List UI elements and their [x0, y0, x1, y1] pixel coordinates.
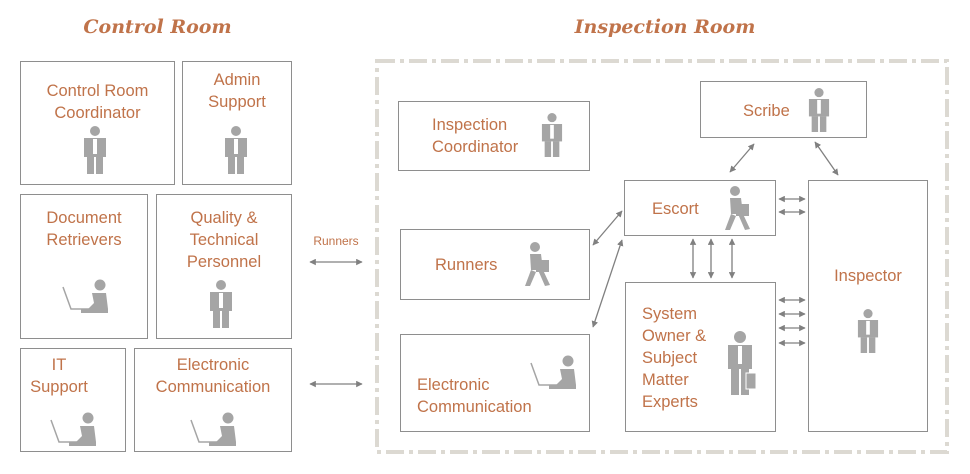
electronic-communication-inspection-label: Electronic Communication [417, 376, 532, 416]
person-standing-icon [541, 113, 563, 157]
person-at-laptop-icon [190, 412, 236, 446]
inspection-coordinator-label: Inspection Coordinator [432, 116, 519, 156]
admin-support-label: Admin Support [208, 71, 266, 111]
person-walking-with-bag-icon [725, 186, 750, 230]
person-standing-icon [210, 280, 232, 328]
admin-support-box: Admin Support [182, 61, 292, 185]
quality-technical-personnel-box: Quality & Technical Personnel [156, 194, 292, 339]
it-support-label: IT Support [30, 356, 88, 396]
person-standing-icon [225, 126, 247, 174]
it-support-box: IT Support [20, 348, 126, 452]
quality-technical-personnel-label: Quality & Technical Personnel [186, 209, 262, 271]
electronic-communication-control-label: Electronic Communication [155, 356, 271, 396]
runners-connector-label: Runners [313, 234, 359, 248]
document-retrievers-label: Document Retrievers [46, 209, 122, 249]
escort-box: Escort [624, 180, 776, 236]
person-at-laptop-icon [62, 279, 108, 313]
runners-box: Runners [400, 229, 590, 300]
scribe-escort-arrow [729, 143, 755, 173]
person-standing-icon [808, 88, 830, 132]
inspection-room-heading: Inspection Room [574, 16, 756, 38]
person-at-laptop-icon [50, 412, 96, 446]
inspector-box: Inspector [808, 180, 928, 432]
inspector-label: Inspector [834, 267, 902, 285]
person-standing-icon [84, 126, 106, 174]
person-standing-icon [857, 309, 879, 353]
system-owner-box: System Owner & Subject Matter Experts [625, 282, 776, 432]
document-retrievers-box: Document Retrievers [20, 194, 148, 339]
scribe-inspector-arrow [814, 141, 839, 176]
scribe-box: Scribe [700, 81, 867, 138]
control-room-heading: Control Room [83, 16, 232, 38]
scribe-label: Scribe [743, 102, 790, 120]
escort-electronic-communication-arrow [591, 239, 624, 328]
inspection-coordinator-box: Inspection Coordinator [398, 101, 590, 171]
escort-runners-arrow [592, 210, 623, 246]
electronic-communication-inspection-box: Electronic Communication [400, 334, 590, 432]
runners-label: Runners [435, 256, 498, 274]
control-room-coordinator-label: Control Room Coordinator [46, 82, 149, 122]
person-walking-with-bag-icon [525, 242, 550, 286]
escort-label: Escort [652, 200, 699, 218]
person-with-suitcase-icon [728, 331, 756, 395]
system-owner-label: System Owner & Subject Matter Experts [642, 305, 707, 411]
person-at-laptop-icon [530, 355, 576, 389]
control-room-coordinator-box: Control Room Coordinator [20, 61, 175, 185]
electronic-communication-control-box: Electronic Communication [134, 348, 292, 452]
